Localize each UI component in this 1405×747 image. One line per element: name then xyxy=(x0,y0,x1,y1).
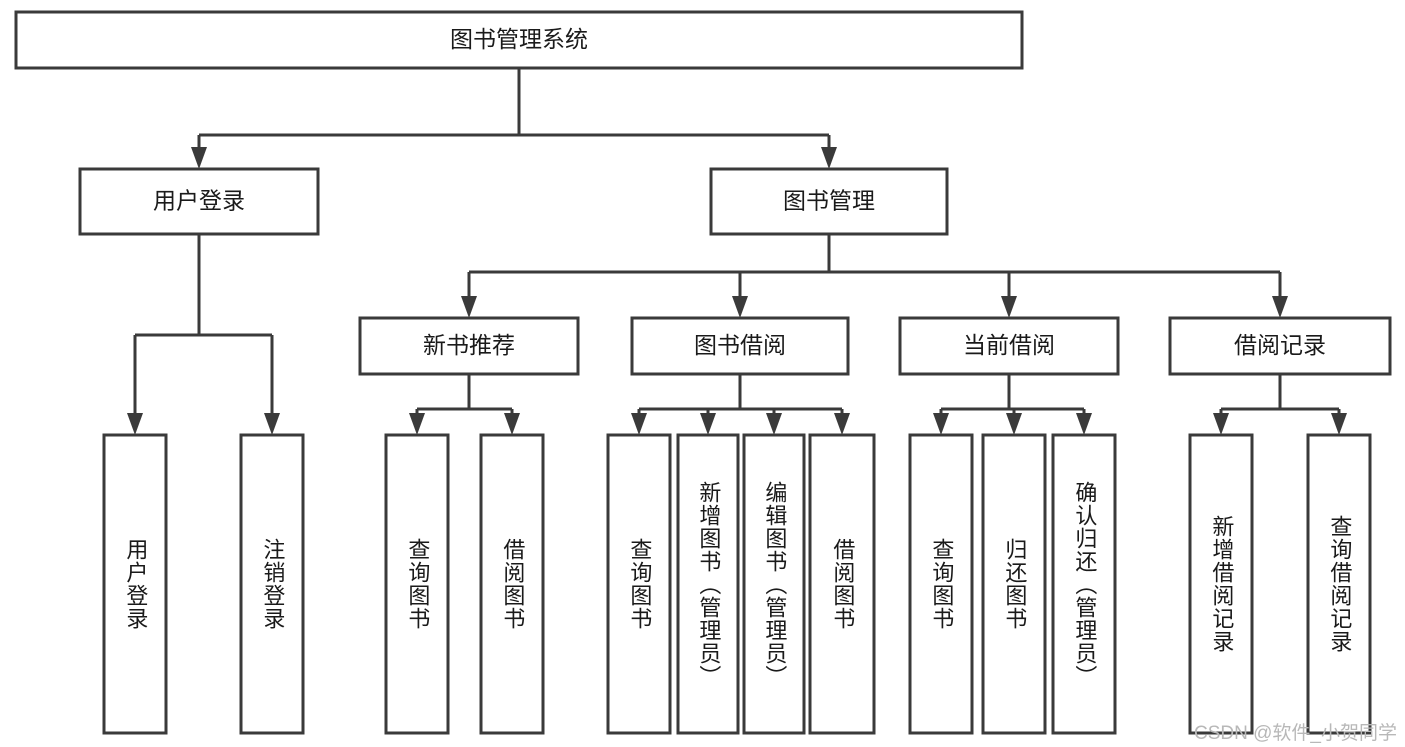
connector-arrowhead xyxy=(1006,413,1022,435)
connector-arrowhead xyxy=(504,413,520,435)
connector-arrowhead xyxy=(834,413,850,435)
node-box-root[interactable] xyxy=(14,10,1024,70)
connector-arrowhead xyxy=(264,413,280,435)
watermark-text: CSDN @软件_小贺同学 xyxy=(1194,723,1397,744)
node-box-current-borrow[interactable] xyxy=(898,316,1120,376)
connector-borrow-record xyxy=(1213,374,1347,435)
connector-arrowhead xyxy=(933,413,949,435)
connector-arrowhead xyxy=(821,147,837,169)
connector-arrowhead xyxy=(1076,413,1092,435)
node-label-book-management: 图书管理 xyxy=(783,188,875,214)
node-new-book-recommend[interactable]: 新书推荐 xyxy=(358,316,580,376)
node-box-leaf-add-record[interactable] xyxy=(1188,433,1254,735)
node-leaf-query-book-borrow[interactable] xyxy=(606,433,672,735)
node-box-book-management[interactable] xyxy=(709,167,949,236)
node-box-leaf-user-login[interactable] xyxy=(102,433,168,735)
node-label-borrow-record: 借阅记录 xyxy=(1234,332,1326,358)
node-book-borrow[interactable]: 图书借阅 xyxy=(630,316,850,376)
node-label-user-login: 用户登录 xyxy=(153,188,245,214)
node-book-management[interactable]: 图书管理 xyxy=(709,167,949,236)
node-box-leaf-edit-book[interactable] xyxy=(742,433,806,735)
node-leaf-confirm-return[interactable] xyxy=(1051,433,1117,735)
node-label-current-borrow: 当前借阅 xyxy=(963,332,1055,358)
node-leaf-logout[interactable] xyxy=(239,433,305,735)
node-box-leaf-query-book-rec[interactable] xyxy=(384,433,450,735)
node-box-new-book-recommend[interactable] xyxy=(358,316,580,376)
connector-arrowhead xyxy=(1331,413,1347,435)
connector-arrowhead xyxy=(700,413,716,435)
connector-arrowhead xyxy=(732,296,748,318)
node-current-borrow[interactable]: 当前借阅 xyxy=(898,316,1120,376)
connector-current-borrow xyxy=(933,374,1092,435)
node-leaf-query-book-current[interactable] xyxy=(908,433,974,735)
node-box-leaf-return-book[interactable] xyxy=(981,433,1047,735)
connector-user-login xyxy=(127,234,280,435)
node-leaf-user-login[interactable] xyxy=(102,433,168,735)
connector-arrowhead xyxy=(1213,413,1229,435)
connector-arrowhead xyxy=(631,413,647,435)
connector-arrowhead xyxy=(1272,296,1288,318)
node-leaf-return-book[interactable] xyxy=(981,433,1047,735)
node-box-borrow-record[interactable] xyxy=(1168,316,1392,376)
node-user-login[interactable]: 用户登录 xyxy=(78,167,320,236)
node-box-leaf-query-book-borrow[interactable] xyxy=(606,433,672,735)
connector-arrowhead xyxy=(461,296,477,318)
node-box-leaf-add-book[interactable] xyxy=(676,433,740,735)
node-label-book-borrow: 图书借阅 xyxy=(694,332,786,358)
node-leaf-add-book[interactable] xyxy=(676,433,740,735)
node-leaf-borrow-book-rec[interactable] xyxy=(479,433,545,735)
node-leaf-add-record[interactable] xyxy=(1188,433,1254,735)
node-label-root: 图书管理系统 xyxy=(450,26,588,52)
node-box-leaf-logout[interactable] xyxy=(239,433,305,735)
node-root[interactable]: 图书管理系统 xyxy=(14,10,1024,70)
node-label-new-book-recommend: 新书推荐 xyxy=(423,332,515,358)
node-box-leaf-borrow-book[interactable] xyxy=(808,433,876,735)
node-borrow-record[interactable]: 借阅记录 xyxy=(1168,316,1392,376)
node-box-user-login[interactable] xyxy=(78,167,320,236)
node-box-leaf-query-book-current[interactable] xyxy=(908,433,974,735)
node-box-leaf-borrow-book-rec[interactable] xyxy=(479,433,545,735)
node-leaf-edit-book[interactable] xyxy=(742,433,806,735)
node-leaf-query-record[interactable] xyxy=(1306,433,1372,735)
node-leaf-borrow-book[interactable] xyxy=(808,433,876,735)
connector-arrowhead xyxy=(1001,296,1017,318)
connector-arrowhead xyxy=(191,147,207,169)
node-box-leaf-confirm-return[interactable] xyxy=(1051,433,1117,735)
node-box-book-borrow[interactable] xyxy=(630,316,850,376)
node-leaf-query-book-rec[interactable] xyxy=(384,433,450,735)
connector-book-borrow xyxy=(631,374,850,435)
connector-arrowhead xyxy=(127,413,143,435)
connector-arrowhead xyxy=(409,413,425,435)
connector-root xyxy=(191,68,837,169)
connector-arrowhead xyxy=(766,413,782,435)
node-box-leaf-query-record[interactable] xyxy=(1306,433,1372,735)
connector-book-management xyxy=(461,234,1288,318)
connector-new-book-recommend xyxy=(409,374,520,435)
